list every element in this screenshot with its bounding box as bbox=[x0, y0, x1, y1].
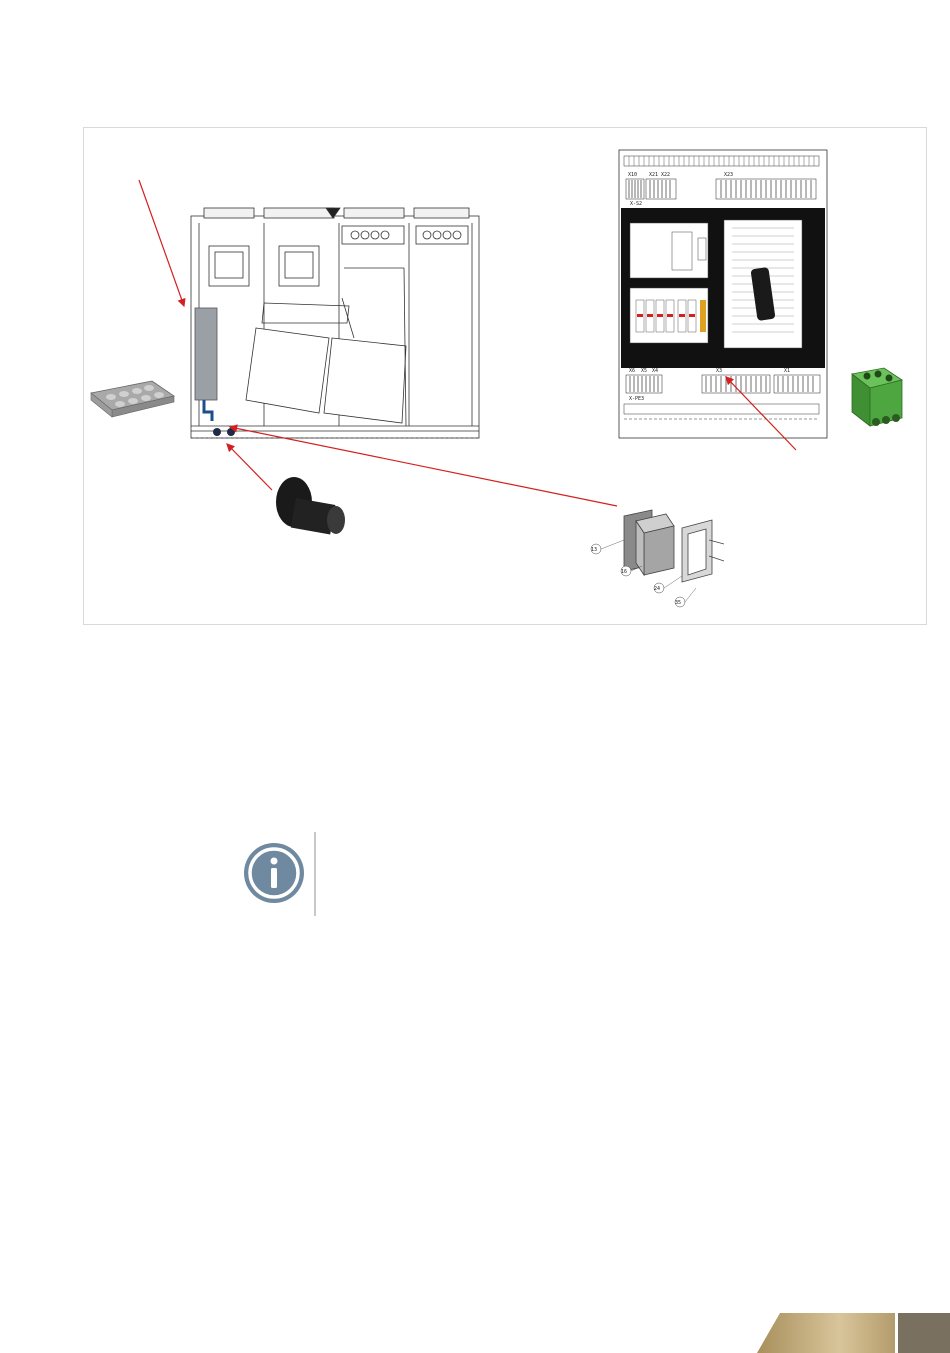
part-number-3: 24 bbox=[654, 586, 660, 592]
label-bottom-right: X1 bbox=[784, 368, 790, 374]
label-top-left-sub: X-S2 bbox=[630, 201, 642, 207]
label-bottom-mid: X3 bbox=[716, 368, 722, 374]
label-bottom-left-1: X6 bbox=[629, 368, 635, 374]
label-top-row-2: X21 X22 bbox=[649, 172, 670, 178]
blue-pipe bbox=[204, 400, 212, 421]
part-number-2: 16 bbox=[621, 569, 627, 575]
part-number-1: 13 bbox=[591, 547, 597, 553]
cabinet-drawing bbox=[191, 208, 479, 438]
green-connector bbox=[852, 368, 902, 426]
gland-hole-1 bbox=[213, 428, 221, 436]
electrical-panel: X10 X21 X22 X23 bbox=[619, 150, 827, 438]
part-number-4: 35 bbox=[675, 600, 681, 606]
arrow-to-gland bbox=[227, 444, 272, 490]
gland-hole-2 bbox=[227, 428, 235, 436]
note-divider bbox=[314, 832, 316, 916]
label-top-row-1: X10 bbox=[628, 172, 637, 178]
duct-flange-assembly bbox=[591, 510, 724, 607]
info-note bbox=[243, 832, 723, 916]
grey-rail bbox=[195, 308, 217, 400]
cable-gland-plate bbox=[91, 381, 174, 417]
info-icon bbox=[243, 842, 305, 904]
label-bottom-left-2: X5 bbox=[641, 368, 647, 374]
label-bottom-left-3: X4 bbox=[652, 368, 658, 374]
label-top-row-3: X23 bbox=[724, 172, 733, 178]
footer-band bbox=[0, 1311, 950, 1353]
arrow-to-rail bbox=[139, 180, 184, 306]
page-footer bbox=[0, 1311, 950, 1353]
label-bottom-left-sub: X-PE3 bbox=[629, 396, 644, 402]
figure-frame: X10 X21 X22 X23 bbox=[83, 127, 927, 625]
black-grommet bbox=[276, 477, 345, 534]
unit-diagram: X10 X21 X22 X23 bbox=[84, 128, 928, 626]
